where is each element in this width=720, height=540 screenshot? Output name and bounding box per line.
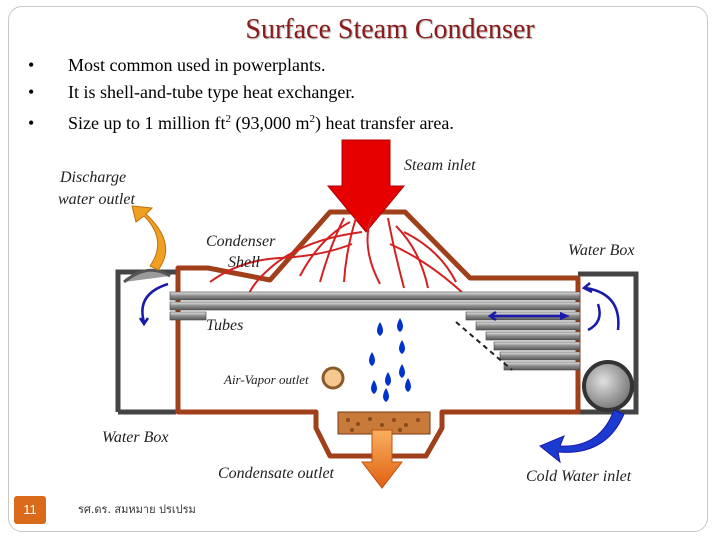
author-credit: รศ.ดร. สมหมาย ปรเปรม <box>78 503 196 516</box>
slide-number: 11 <box>14 496 46 524</box>
slide-frame <box>8 6 708 532</box>
steam-flow-lines <box>209 215 467 301</box>
cold-water-inlet-arrow <box>539 409 625 464</box>
condensate-outlet-label: Condensate outlet <box>218 465 334 482</box>
cold-water-pump <box>582 360 634 412</box>
water-box-left-label: Water Box <box>102 429 169 446</box>
bullet-item: •It is shell-and-tube type heat exchange… <box>28 82 355 102</box>
tubes-label: Tubes <box>206 317 244 334</box>
slide-title: Surface Steam Condenser <box>245 14 535 45</box>
discharge-label-line1: Discharge <box>60 169 127 186</box>
air-vapor-outlet-port <box>321 366 345 390</box>
tube-bundle <box>169 291 581 371</box>
discharge-outlet-arrow <box>131 205 167 271</box>
steam-inlet-arrow <box>326 139 406 233</box>
right-water-box <box>578 271 639 415</box>
water-flow-arrows-extra <box>560 312 570 320</box>
water-flow-arrows <box>138 282 620 332</box>
condensate-outlet-arrow <box>360 429 404 489</box>
discharge-label-line2: water outlet <box>58 191 135 208</box>
water-box-right-label: Water Box <box>568 242 635 259</box>
bullet-list: •Most common used in powerplants. •It is… <box>28 52 454 133</box>
left-water-box <box>115 269 176 415</box>
condenser-shell-label-line1: Condenser <box>206 233 276 250</box>
steam-inlet-label: Steam inlet <box>404 157 476 174</box>
condenser-shell-label-line2: Shell <box>228 254 260 271</box>
air-vapor-label: Air-Vapor outlet <box>224 372 309 387</box>
bullet-item: •Most common used in powerplants. <box>28 55 326 75</box>
cold-water-inlet-label: Cold Water inlet <box>526 468 632 485</box>
water-drops <box>369 318 411 402</box>
bullet-item: •Size up to 1 million ft2 (93,000 m2) he… <box>28 113 454 133</box>
